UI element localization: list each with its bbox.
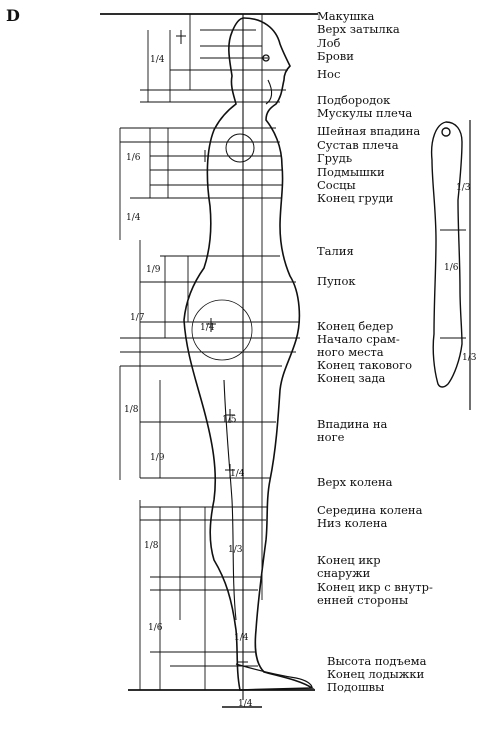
- body-outline: [183, 17, 315, 691]
- label-muskuly-plecha: Мускулы плеча: [317, 106, 413, 120]
- label-konets-ikr: Конец икр: [317, 553, 381, 567]
- label-nos: Нос: [317, 67, 341, 81]
- arm-circle: [441, 127, 451, 137]
- beard: [265, 79, 273, 105]
- figure-letter: D: [6, 6, 20, 25]
- label-snaruzhi: снаружи: [317, 566, 371, 580]
- arm-figure: [430, 120, 471, 410]
- label-seredina-kolena: Середина колена: [317, 503, 423, 517]
- label-konets-takovogo: Конец такового: [317, 358, 413, 372]
- label-konets-grudi: Конец груди: [317, 191, 394, 205]
- fraction-glyphs: 1/4 1/6 1/4 1/9 1/7 1/8 1/9 1/8 1/6 1/4 …: [124, 55, 477, 709]
- measure-lines: [120, 29, 300, 667]
- vertical-measure-lines: [119, 14, 263, 690]
- label-konets-lodyzhki: Конец лодыжки: [327, 667, 425, 681]
- label-podborodok: Подбородок: [317, 93, 391, 107]
- label-podmyshki: Подмышки: [317, 165, 385, 179]
- label-konets-ikr-vnutr: Конец икр с внутр-: [317, 580, 433, 594]
- svg-text:1/8: 1/8: [144, 541, 159, 551]
- label-nogo-mesta: ного места: [317, 345, 384, 359]
- arm-outline: [430, 121, 463, 388]
- label-nachalo-sram: Начало срам-: [317, 332, 400, 346]
- svg-text:1/4: 1/4: [126, 213, 141, 223]
- label-pupok: Пупок: [317, 274, 356, 288]
- svg-text:1/4: 1/4: [234, 633, 249, 643]
- label-noge: ноге: [317, 430, 345, 444]
- label-sheynaya-vpadina: Шейная впадина: [317, 124, 421, 138]
- svg-text:1/6: 1/6: [148, 623, 163, 633]
- svg-text:1/7: 1/7: [130, 313, 145, 323]
- svg-text:1/3: 1/3: [462, 353, 477, 363]
- label-vysota-podema: Высота подъема: [327, 654, 427, 668]
- leg-inner: [223, 379, 237, 621]
- eye: [262, 54, 270, 62]
- svg-text:1/6: 1/6: [126, 153, 141, 163]
- svg-text:1/4: 1/4: [238, 699, 253, 709]
- label-konets-beder: Конец бедер: [317, 319, 394, 333]
- svg-text:1/9: 1/9: [146, 265, 161, 275]
- label-verkh-zatylka: Верх затылка: [317, 22, 400, 36]
- label-sostsy: Сосцы: [317, 178, 356, 192]
- label-vpadina-na: Впадина на: [317, 417, 388, 431]
- svg-text:1/3: 1/3: [456, 183, 471, 193]
- svg-text:1/5: 1/5: [222, 415, 237, 425]
- label-niz-kolena: Низ колена: [317, 516, 388, 530]
- svg-text:1/4: 1/4: [200, 323, 215, 333]
- label-lob: Лоб: [317, 36, 341, 50]
- label-enney-storony: енней стороны: [317, 593, 409, 607]
- svg-text:1/6: 1/6: [444, 263, 459, 273]
- shoulder-joint: [225, 133, 255, 163]
- label-konets-zada: Конец зада: [317, 371, 386, 385]
- label-grud: Грудь: [317, 151, 353, 165]
- buttock-circle: [191, 299, 253, 361]
- svg-text:1/9: 1/9: [150, 453, 165, 463]
- label-taliya: Талия: [317, 244, 354, 258]
- svg-text:1/4: 1/4: [150, 55, 165, 65]
- label-makushka: Макушка: [317, 9, 375, 23]
- label-podoshvy: Подошвы: [327, 680, 385, 694]
- svg-text:1/4: 1/4: [230, 469, 245, 479]
- foot: [235, 663, 313, 689]
- svg-text:1/3: 1/3: [228, 545, 243, 555]
- label-sustav-plecha: Сустав плеча: [317, 138, 399, 152]
- label-verkh-kolena: Верх колена: [317, 475, 393, 489]
- fraction-ticks: [176, 30, 248, 670]
- svg-text:1/8: 1/8: [124, 405, 139, 415]
- label-brovi: Брови: [317, 49, 354, 63]
